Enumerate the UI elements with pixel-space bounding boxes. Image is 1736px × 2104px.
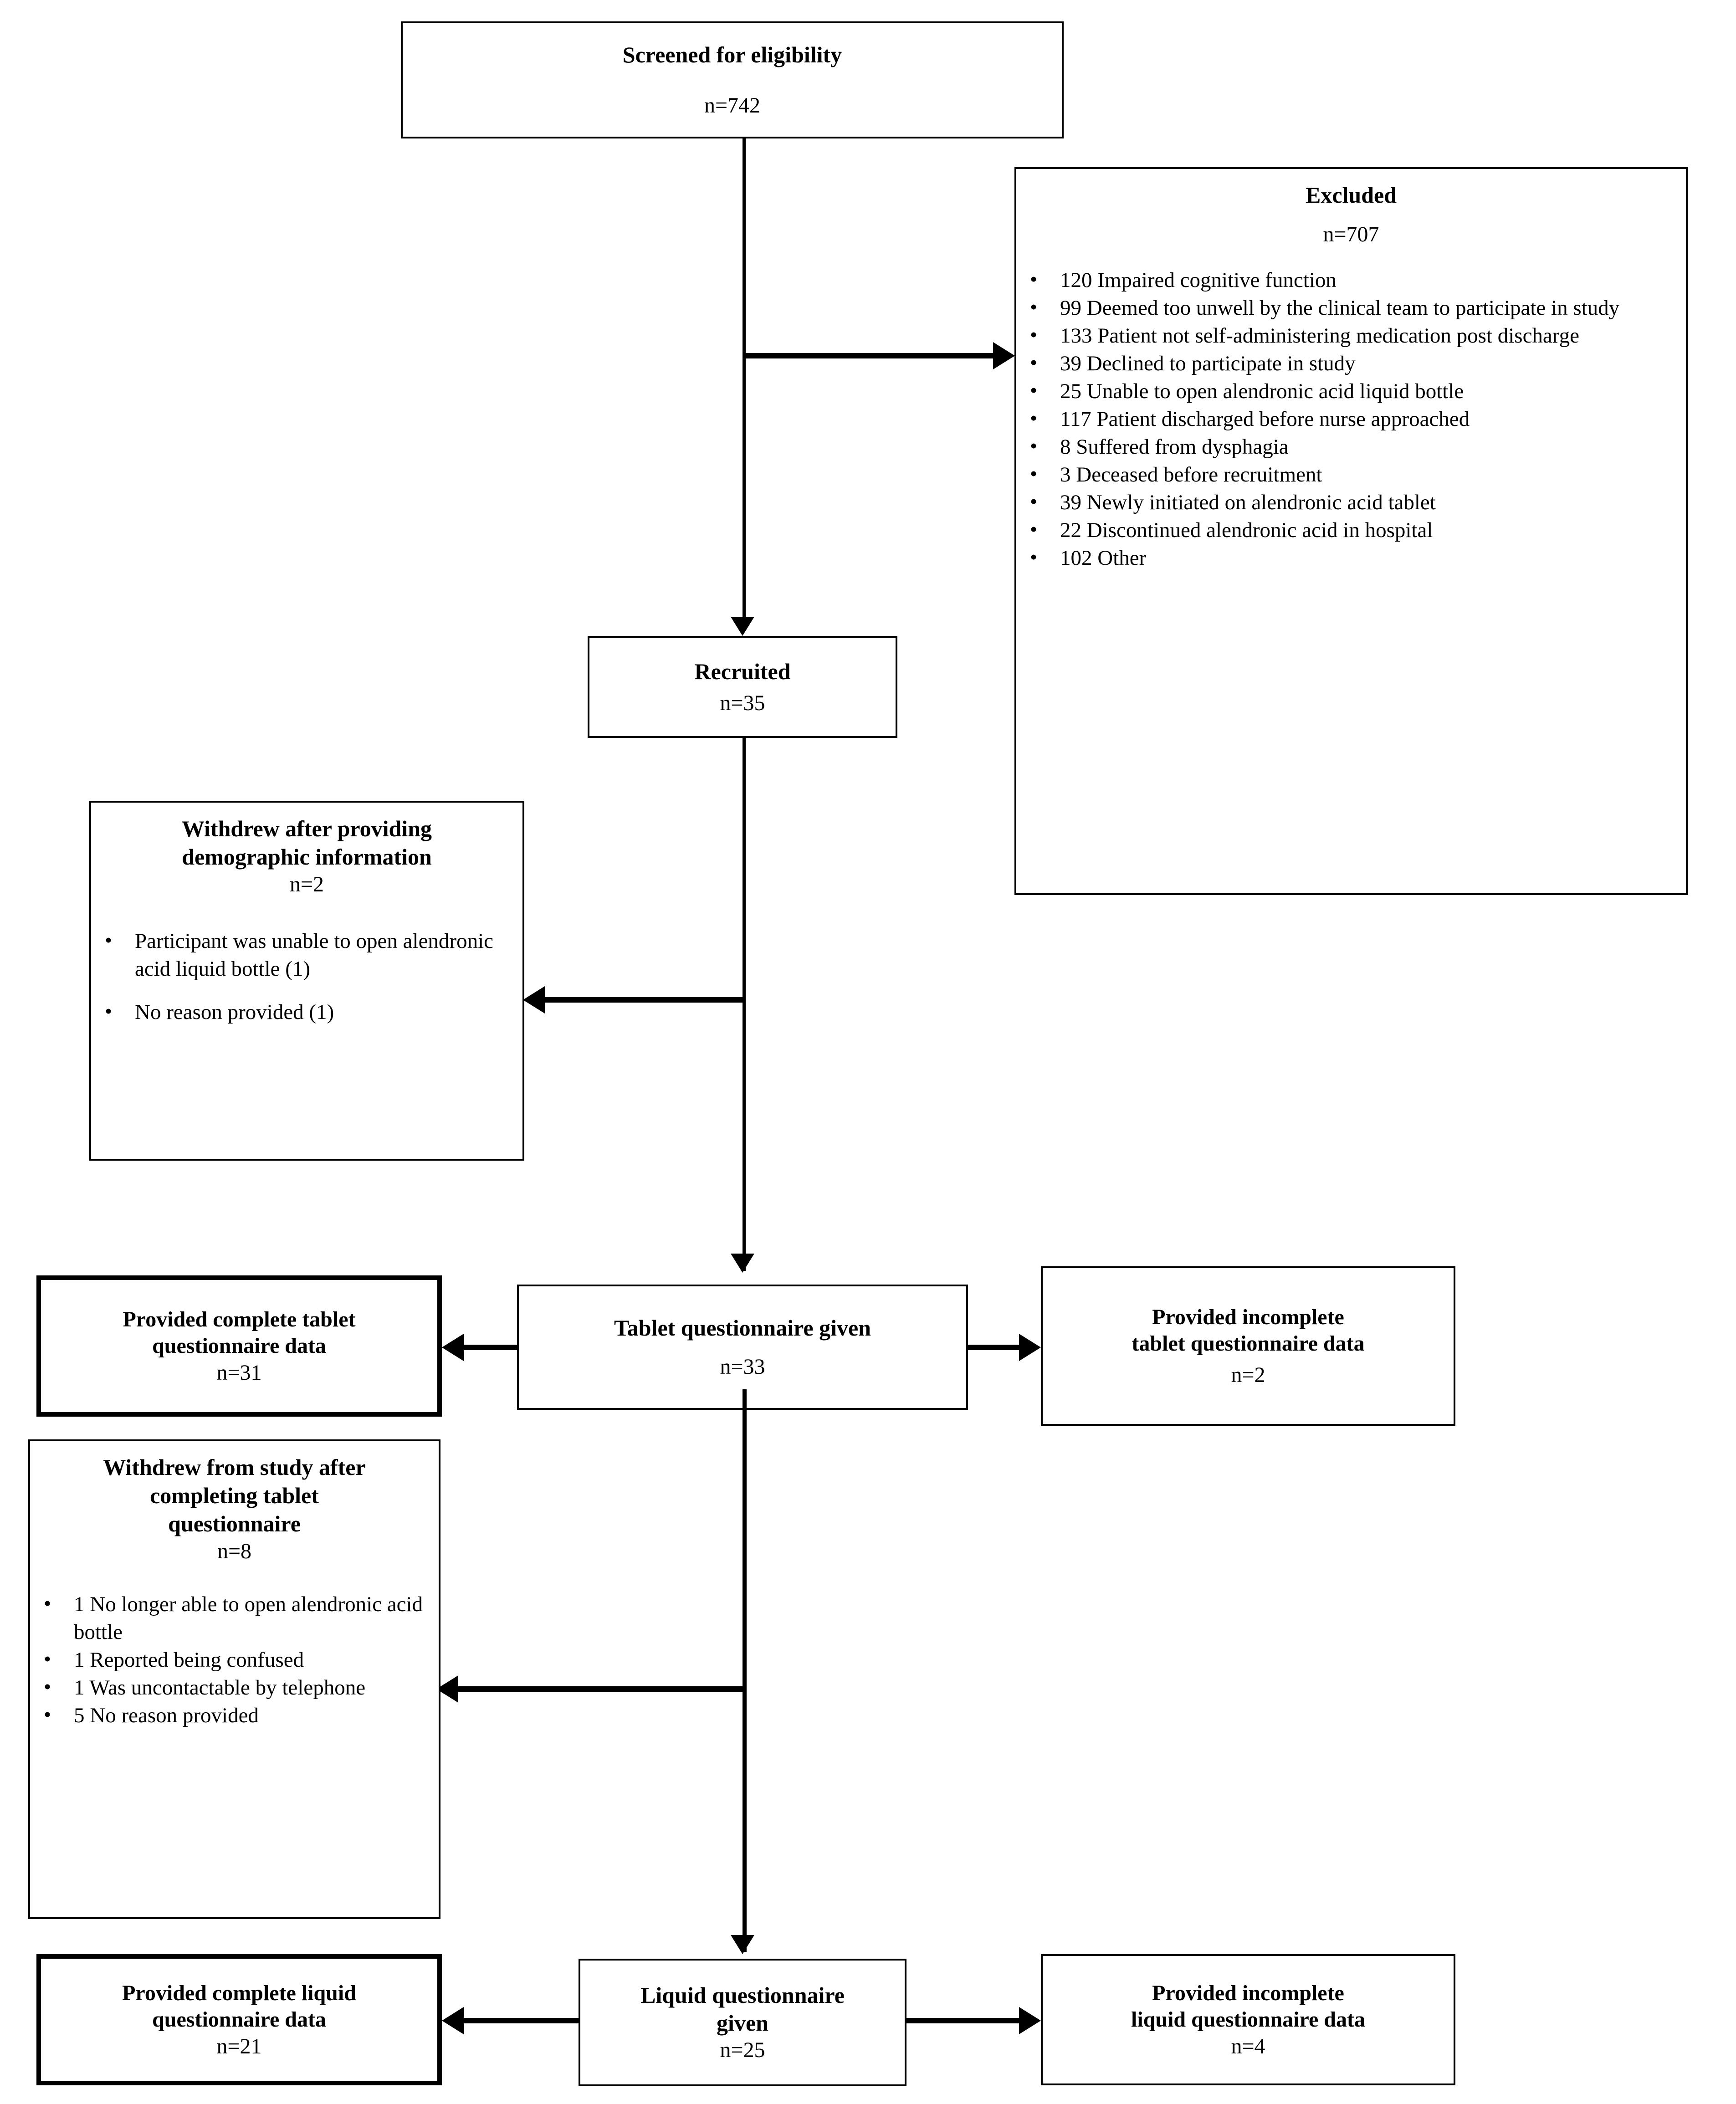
withdrew-after-tablet-count: n=8	[217, 1539, 252, 1563]
list-item: No reason provided (1)	[91, 998, 522, 1026]
liquid-complete-title-line2: questionnaire data	[152, 2007, 326, 2032]
arrowhead-liquid-incomplete	[1019, 2007, 1041, 2034]
connector-liquid-given-to-incomplete	[906, 2018, 1019, 2023]
node-liquid-complete: Provided complete liquid questionnaire d…	[36, 1954, 442, 2085]
connector-to-excluded	[743, 353, 995, 358]
list-item: 1 No longer able to open alendronic acid…	[30, 1590, 439, 1646]
recruited-title: Recruited	[694, 658, 791, 684]
list-item: Participant was unable to open alendroni…	[91, 927, 522, 983]
screened-title: Screened for eligibility	[622, 42, 842, 68]
withdrew-after-tablet-title-line3: questionnaire	[168, 1511, 301, 1536]
arrowhead-tablet-complete	[442, 1334, 464, 1361]
node-withdrew-after-tablet: Withdrew from study after completing tab…	[28, 1439, 440, 1919]
node-excluded: Excluded n=707 120 Impaired cognitive fu…	[1014, 167, 1688, 895]
spacer	[1016, 209, 1686, 221]
recruited-count: n=35	[720, 691, 765, 715]
liquid-given-count: n=25	[720, 2038, 765, 2063]
liquid-complete-count: n=21	[216, 2034, 262, 2058]
liquid-complete-title-line1: Provided complete liquid	[122, 1981, 356, 2005]
node-liquid-incomplete: Provided incomplete liquid questionnaire…	[1041, 1954, 1455, 2085]
node-tablet-incomplete: Provided incomplete tablet questionnaire…	[1041, 1266, 1455, 1426]
connector-to-withdrew-after-tablet	[458, 1686, 745, 1692]
withdrew-after-tablet-reason-list: 1 No longer able to open alendronic acid…	[30, 1590, 439, 1730]
arrowhead-recruited	[731, 617, 754, 636]
withdrew-after-tablet-title-line2: completing tablet	[150, 1483, 319, 1508]
tablet-given-title: Tablet questionnaire given	[614, 1315, 871, 1341]
tablet-complete-title-line2: questionnaire data	[152, 1334, 326, 1358]
list-item: 1 Reported being confused	[30, 1645, 439, 1674]
list-item: 133 Patient not self-administering medic…	[1016, 321, 1686, 350]
list-item: 22 Discontinued alendronic acid in hospi…	[1016, 516, 1686, 544]
arrowhead-liquid-given	[731, 1935, 754, 1954]
node-screened-for-eligibility: Screened for eligibility n=742	[401, 21, 1064, 138]
withdrew-demographic-title-line1: Withdrew after providing	[181, 816, 432, 841]
list-item: 39 Declined to participate in study	[1016, 349, 1686, 378]
arrowhead-tablet-incomplete	[1019, 1334, 1041, 1361]
screened-count: n=742	[704, 93, 761, 118]
liquid-given-title-line1: Liquid questionnaire	[640, 1982, 845, 2008]
list-item: 8 Suffered from dysphagia	[1016, 432, 1686, 461]
excluded-title: Excluded	[1305, 182, 1397, 208]
liquid-incomplete-title-line1: Provided incomplete	[1152, 1981, 1344, 2005]
node-tablet-complete: Provided complete tablet questionnaire d…	[36, 1275, 442, 1417]
tablet-incomplete-title-line1: Provided incomplete	[1152, 1305, 1344, 1329]
arrowhead-liquid-complete	[442, 2007, 464, 2034]
withdrew-demographic-count: n=2	[289, 872, 324, 896]
arrowhead-withdrew-demographic	[523, 986, 545, 1014]
list-item: 5 No reason provided	[30, 1701, 439, 1730]
connector-tablet-given-to-complete	[464, 1345, 518, 1350]
node-withdrew-demographic: Withdrew after providing demographic inf…	[89, 801, 524, 1161]
arrowhead-tablet-given	[731, 1254, 754, 1273]
liquid-incomplete-count: n=4	[1231, 2034, 1265, 2058]
arrowhead-excluded	[993, 342, 1015, 369]
list-item: 99 Deemed too unwell by the clinical tea…	[1016, 293, 1686, 322]
connector-liquid-given-to-complete	[464, 2018, 579, 2023]
tablet-incomplete-title-line2: tablet questionnaire data	[1132, 1331, 1365, 1356]
spacer	[1016, 248, 1686, 260]
withdrew-demographic-title-line2: demographic information	[182, 844, 432, 870]
node-tablet-given: Tablet questionnaire given n=33	[517, 1285, 968, 1410]
tablet-complete-title-line1: Provided complete tablet	[123, 1307, 356, 1331]
connector-recruited-to-tablet	[743, 738, 746, 1271]
list-item: 1 Was uncontactable by telephone	[30, 1673, 439, 1702]
tablet-complete-count: n=31	[216, 1360, 262, 1385]
connector-tablet-to-liquid	[743, 1389, 747, 1952]
list-item: 39 Newly initiated on alendronic acid ta…	[1016, 488, 1686, 517]
list-item: 117 Patient discharged before nurse appr…	[1016, 404, 1686, 433]
list-item: 25 Unable to open alendronic acid liquid…	[1016, 377, 1686, 405]
tablet-incomplete-count: n=2	[1231, 1362, 1265, 1387]
connector-screened-to-recruited	[743, 138, 746, 617]
tablet-given-count: n=33	[720, 1355, 765, 1379]
withdrew-demographic-reason-list: Participant was unable to open alendroni…	[91, 927, 522, 1026]
liquid-given-title-line2: given	[717, 2010, 768, 2036]
connector-tablet-given-to-incomplete	[967, 1345, 1019, 1350]
list-item: 3 Deceased before recruitment	[1016, 460, 1686, 489]
excluded-reason-list: 120 Impaired cognitive function 99 Deeme…	[1016, 266, 1686, 573]
node-liquid-given: Liquid questionnaire given n=25	[579, 1959, 906, 2086]
withdrew-after-tablet-title-line1: Withdrew from study after	[103, 1454, 366, 1480]
liquid-incomplete-title-line2: liquid questionnaire data	[1131, 2007, 1365, 2032]
list-item: 120 Impaired cognitive function	[1016, 266, 1686, 294]
connector-to-withdrew-demographic	[544, 997, 745, 1003]
excluded-count: n=707	[1323, 222, 1379, 246]
list-item: 102 Other	[1016, 543, 1686, 572]
node-recruited: Recruited n=35	[588, 636, 897, 738]
